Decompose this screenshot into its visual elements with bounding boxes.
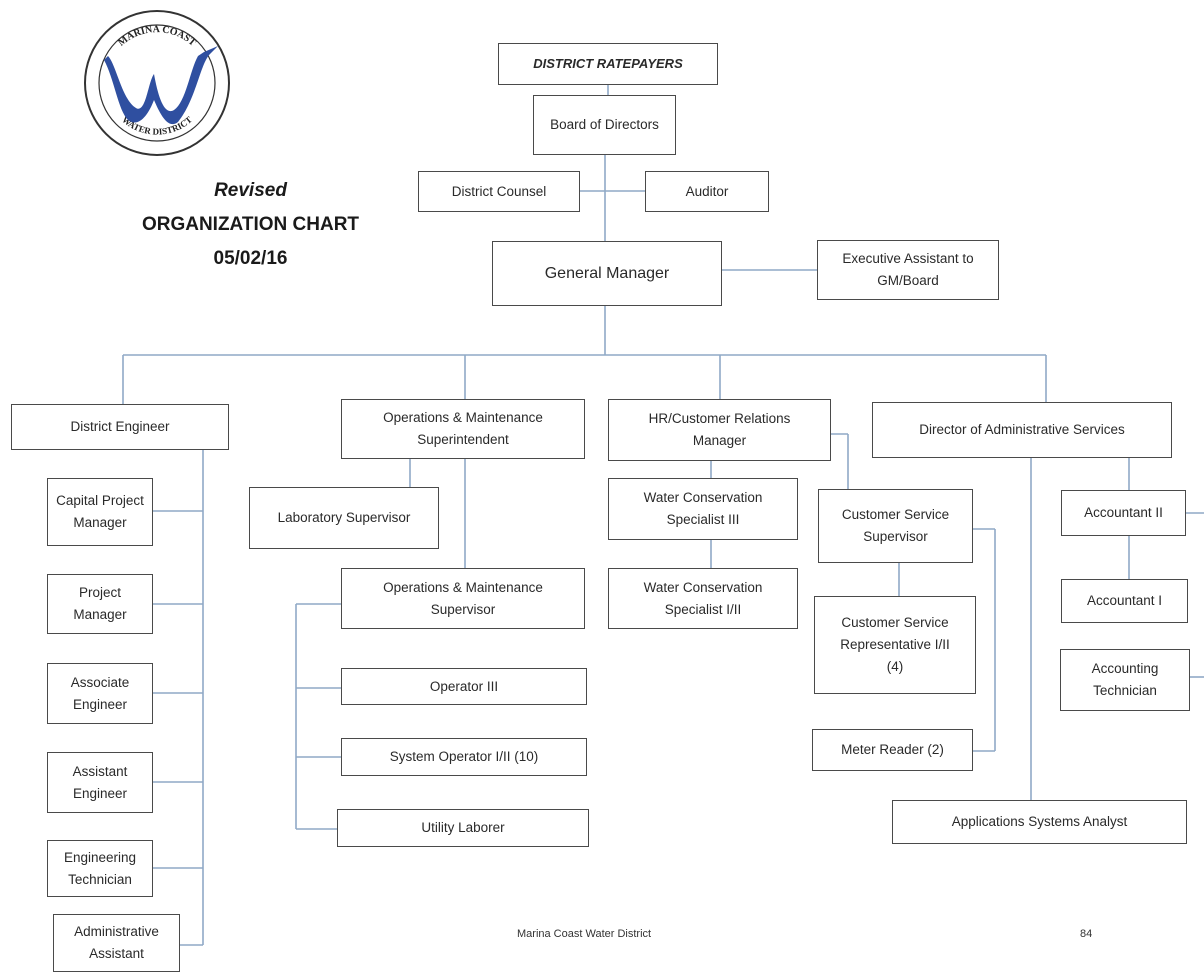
- title-revised: Revised: [214, 180, 287, 201]
- title-org-chart: ORGANIZATION CHART: [141, 214, 360, 235]
- box-label-line: (4): [886, 659, 904, 674]
- box-auditor: Auditor: [645, 171, 769, 212]
- box-executive-assistant: Executive Assistant to GM/Board: [817, 240, 999, 300]
- box-label: Laboratory Supervisor: [277, 510, 411, 525]
- box-label-line: Manager: [73, 515, 127, 530]
- box-label-line: Specialist III: [666, 512, 740, 527]
- footer-page-number: 84: [1080, 928, 1093, 940]
- box-project-manager: Project Manager: [47, 574, 153, 634]
- box-accounting-technician: Accounting Technician: [1060, 649, 1190, 711]
- box-om-superintendent: Operations & Maintenance Superintendent: [341, 399, 585, 459]
- box-system-operator: System Operator I/II (10): [341, 738, 587, 776]
- box-label-line: Operations & Maintenance: [383, 410, 543, 425]
- box-label: Operator III: [429, 678, 499, 694]
- box-label: Accountant II: [1084, 505, 1163, 520]
- box-label-line: Water Conservation: [643, 490, 763, 505]
- box-general-manager: General Manager: [492, 241, 722, 306]
- title-date: 05/02/16: [213, 248, 288, 269]
- box-label-line: Superintendent: [417, 432, 509, 447]
- box-label-line: Customer Service: [841, 507, 950, 522]
- box-label-line: Project: [78, 585, 122, 600]
- box-label: DISTRICT RATEPAYERS: [533, 56, 683, 71]
- box-district-engineer: District Engineer: [11, 404, 229, 450]
- footer-organization: Marina Coast Water District: [517, 928, 652, 940]
- box-label-line: Engineer: [72, 696, 128, 712]
- box-associate-engineer: Associate Engineer: [47, 663, 153, 724]
- box-label-line: Supervisor: [863, 529, 928, 544]
- box-label-line: Engineer: [72, 785, 128, 801]
- box-board-of-directors: Board of Directors: [533, 95, 676, 155]
- box-label: Board of Directors: [550, 117, 659, 132]
- chart-title-block: Revised ORGANIZATION CHART 05/02/16: [118, 174, 383, 276]
- box-label-line: Executive Assistant to: [842, 251, 974, 266]
- box-label: System Operator I/II (10): [389, 749, 539, 764]
- box-water-conservation-i-ii: Water Conservation Specialist I/II: [608, 568, 798, 629]
- box-customer-service-representative: Customer Service Representative I/II (4): [814, 596, 976, 694]
- box-water-conservation-iii: Water Conservation Specialist III: [608, 478, 798, 540]
- box-administrative-assistant: Administrative Assistant: [53, 914, 180, 972]
- box-label: Utility Laborer: [421, 820, 505, 835]
- box-capital-project-manager: Capital Project Manager: [47, 478, 153, 546]
- box-label-line: Assistant: [89, 946, 144, 961]
- box-label-line: Assistant: [72, 763, 128, 779]
- box-customer-service-supervisor: Customer Service Supervisor: [818, 489, 973, 563]
- box-label-line: Manager: [73, 607, 127, 622]
- box-label: Meter Reader (2): [841, 742, 944, 757]
- box-label-line: Technician: [68, 871, 132, 887]
- box-utility-laborer: Utility Laborer: [337, 809, 589, 847]
- box-label-line: Capital Project: [56, 493, 144, 508]
- box-label: District Counsel: [451, 183, 547, 199]
- box-accountant-i: Accountant I: [1061, 579, 1188, 623]
- box-label-line: Associate: [70, 674, 130, 690]
- box-label: District Engineer: [70, 419, 170, 434]
- box-label-line: GM/Board: [877, 273, 939, 288]
- box-accountant-ii: Accountant II: [1061, 490, 1186, 536]
- box-label-line: Engineering: [63, 849, 137, 865]
- box-label-line: Water Conservation: [643, 579, 763, 595]
- box-district-ratepayers: DISTRICT RATEPAYERS: [498, 43, 718, 85]
- box-label-line: Technician: [1093, 683, 1157, 698]
- box-label-line: HR/Customer Relations: [648, 411, 791, 426]
- box-label-line: Operations & Maintenance: [383, 579, 543, 595]
- box-meter-reader: Meter Reader (2): [812, 729, 973, 771]
- box-engineering-technician: Engineering Technician: [47, 840, 153, 897]
- box-label-line: Supervisor: [430, 601, 496, 617]
- box-label-line: Customer Service: [841, 615, 949, 630]
- box-district-counsel: District Counsel: [418, 171, 580, 212]
- box-label: General Manager: [544, 264, 670, 282]
- box-label-line: Accounting: [1091, 661, 1159, 676]
- box-label-line: Administrative: [74, 924, 159, 939]
- box-label-line: Manager: [692, 433, 747, 448]
- box-label-line: Representative I/II: [840, 637, 950, 652]
- box-director-administrative-services: Director of Administrative Services: [872, 402, 1172, 458]
- box-label: Director of Administrative Services: [919, 422, 1125, 437]
- box-operator-iii: Operator III: [341, 668, 587, 705]
- box-laboratory-supervisor: Laboratory Supervisor: [249, 487, 439, 549]
- box-label-line: Specialist I/II: [664, 601, 742, 617]
- box-assistant-engineer: Assistant Engineer: [47, 752, 153, 813]
- box-hr-manager: HR/Customer Relations Manager: [608, 399, 831, 461]
- box-label: Accountant I: [1086, 593, 1163, 608]
- box-applications-systems-analyst: Applications Systems Analyst: [892, 800, 1187, 844]
- box-label: Auditor: [685, 183, 729, 199]
- box-label: Applications Systems Analyst: [951, 814, 1128, 829]
- marina-coast-logo: MARINA COAST WATER DISTRICT: [84, 10, 230, 156]
- box-om-supervisor: Operations & Maintenance Supervisor: [341, 568, 585, 629]
